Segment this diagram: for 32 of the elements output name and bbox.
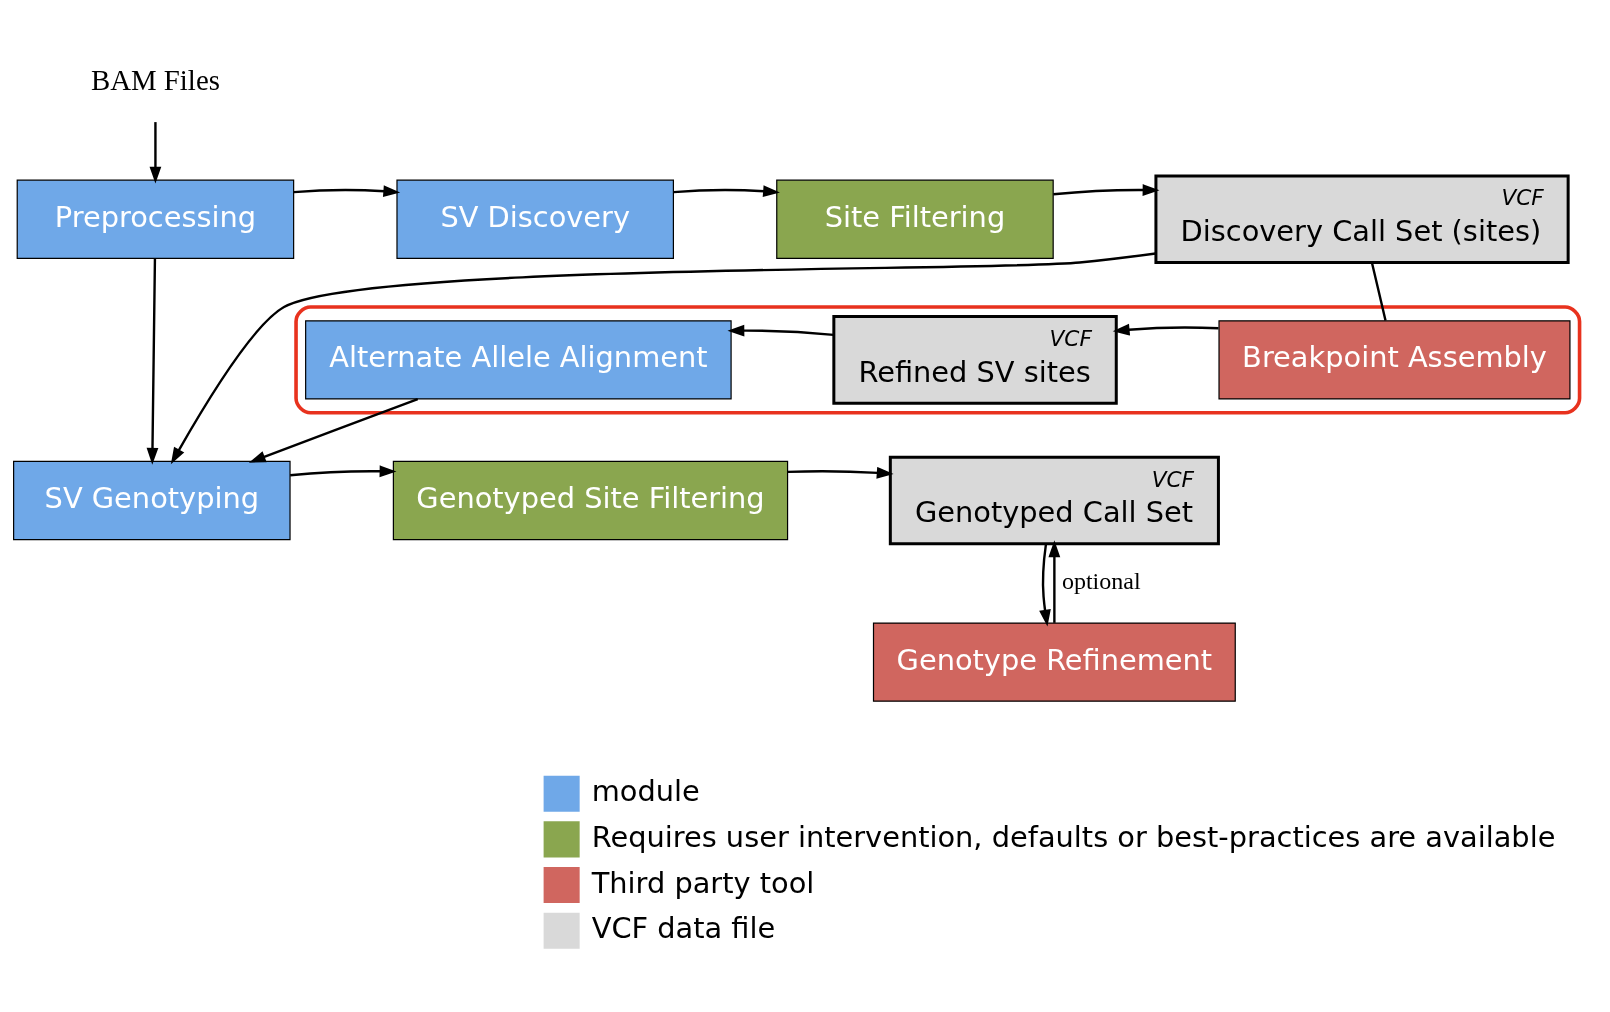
arrow — [727, 324, 834, 336]
legend-label: Requires user intervention, defaults or best-practices are available — [591, 819, 1556, 854]
arrow — [290, 464, 397, 477]
node-box: VCF Discovery Call Set (sites) — [1154, 174, 1570, 264]
arrow — [1112, 323, 1219, 336]
node-box: VCF Genotyped Call Set — [888, 455, 1220, 545]
legend-label: Third party tool — [591, 865, 815, 900]
node-box: Genotyped Site Filtering — [392, 460, 789, 540]
node-text: BAM Files — [90, 63, 220, 96]
node-box: Preprocessing — [16, 179, 295, 259]
edge-label: optional — [1061, 567, 1141, 594]
arrow — [787, 466, 894, 479]
connector — [1370, 261, 1387, 321]
node-box: SV Genotyping — [13, 460, 291, 540]
arrow — [1039, 543, 1051, 627]
arrow — [146, 258, 159, 465]
legend-label: module — [591, 773, 700, 808]
arrow — [1053, 183, 1160, 196]
legend-label: VCF data file — [591, 910, 776, 945]
node-box: Breakpoint Assembly — [1218, 319, 1571, 400]
node-box: Genotype Refinement — [872, 621, 1236, 702]
arrow — [1048, 539, 1061, 623]
node-box: Alternate Allele Alignment — [305, 319, 732, 400]
arrow — [293, 184, 401, 197]
node-box: Site Filtering — [776, 179, 1054, 259]
cluster — [294, 304, 1582, 415]
node-box: SV Discovery — [396, 179, 674, 259]
arrow — [170, 251, 1156, 464]
arrow — [673, 184, 780, 197]
node-box: VCF Refined SV sites — [832, 314, 1118, 405]
arrow — [248, 397, 419, 463]
arrow — [149, 121, 162, 184]
